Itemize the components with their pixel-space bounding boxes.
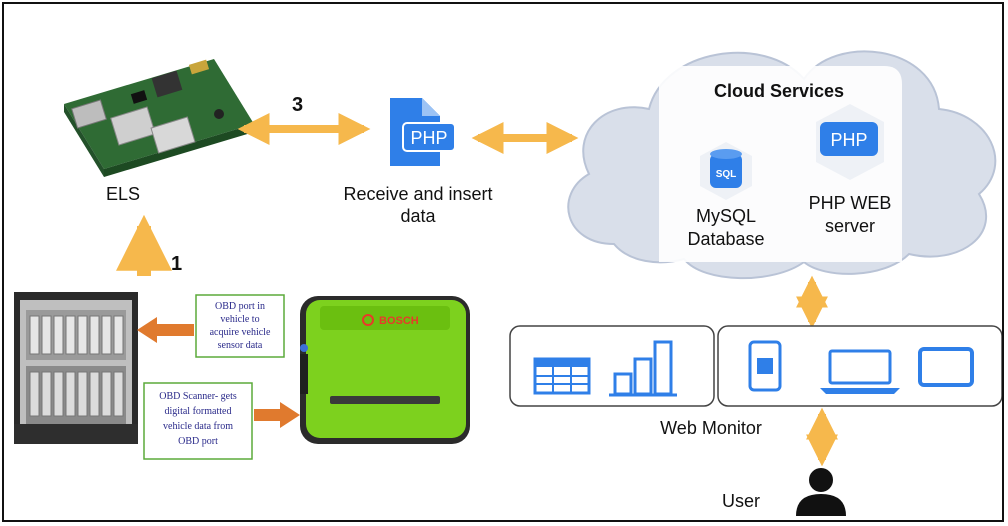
monitor-screen-icon	[918, 347, 974, 387]
php-server-badge-text: PHP	[830, 130, 867, 150]
obd-scanner-note-line2: digital formatted	[165, 406, 232, 417]
note-to-scanner-arrow	[254, 402, 300, 428]
user-icon	[796, 466, 846, 516]
obd-scanner-note-line3: vehicle data from	[163, 421, 233, 432]
obd-port-note-line1: OBD port in	[215, 301, 265, 312]
php-server-label-line1: PHP WEB	[809, 193, 892, 213]
tablet-icon	[748, 340, 782, 392]
bosch-obd-scanner-device: BOSCH	[300, 296, 470, 444]
cloud-services-cloud	[567, 50, 997, 280]
obd-port-note-line4: sensor data	[218, 340, 263, 351]
mysql-label-line1: MySQL	[696, 206, 756, 226]
obd-port-note	[195, 294, 285, 358]
obd-scanner-note	[143, 382, 253, 460]
step-3-label: 3	[292, 94, 303, 116]
obd-port-note-line3: acquire vehicle	[210, 327, 271, 338]
sql-database-icon: SQL	[700, 142, 752, 200]
obd-scanner-note-line1: OBD Scanner- gets	[159, 391, 237, 402]
table-grid-icon	[533, 357, 591, 395]
php-file-badge-text: PHP	[410, 128, 447, 148]
cloud-services-title: Cloud Services	[714, 81, 844, 101]
php-server-label-line2: server	[825, 216, 875, 236]
obd-port-photo	[14, 292, 138, 444]
receive-insert-label-line1: Receive and insert	[343, 184, 492, 204]
sql-badge-text: SQL	[716, 169, 737, 180]
user-label: User	[722, 491, 760, 511]
php-web-server-icon: PHP	[816, 104, 884, 180]
note-to-obd-port-arrow	[137, 317, 194, 343]
step-1-label: 1	[171, 253, 182, 275]
php-file-icon: PHP	[390, 98, 456, 166]
els-label: ELS	[106, 184, 140, 204]
web-monitor-label: Web Monitor	[660, 418, 762, 438]
raspberry-pi-board-icon	[64, 59, 254, 177]
laptop-icon	[820, 349, 900, 394]
obd-port-note-line2: vehicle to	[220, 314, 259, 325]
bar-chart-icon	[609, 340, 677, 397]
bosch-brand-text: BOSCH	[379, 315, 419, 327]
receive-insert-label-line2: data	[400, 206, 436, 226]
obd-scanner-note-line4: OBD port	[178, 436, 218, 447]
mysql-label-line2: Database	[687, 229, 764, 249]
system-architecture-diagram: ELS 3 1 PHP Receive and insert data Clou…	[14, 50, 1002, 516]
